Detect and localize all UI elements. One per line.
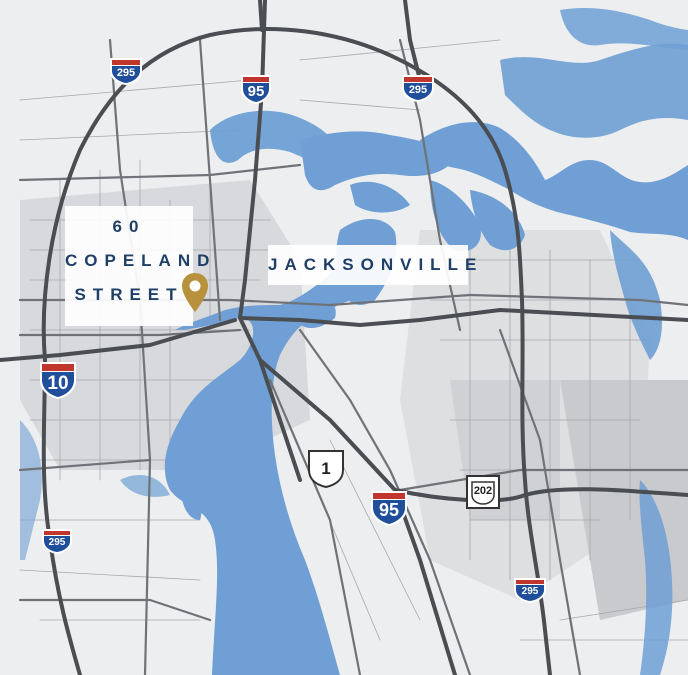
shield-number: 295 — [521, 586, 539, 597]
shield-number: 10 — [47, 373, 69, 394]
shield-number: 95 — [378, 500, 400, 520]
interstate-shield-icon: 295 — [401, 73, 435, 103]
map-edge — [0, 320, 14, 345]
property-label-line-2: COPELAND — [65, 251, 217, 270]
property-label-line-3: STREET — [74, 285, 184, 304]
interstate-shield-icon: 295 — [109, 56, 143, 86]
city-label: JACKSONVILLE — [268, 245, 484, 285]
interstate-shield-icon: 295 — [513, 576, 547, 604]
property-label-line-1: 60 — [112, 217, 146, 236]
state-route-shield-icon: 202 — [466, 475, 500, 509]
city-label-text: JACKSONVILLE — [268, 255, 484, 274]
water-bodies — [20, 8, 688, 675]
map-pin-icon[interactable] — [180, 272, 210, 314]
interstate-shield-icon: 95 — [370, 489, 408, 527]
shield-number: 1 — [321, 459, 331, 478]
us-route-shield-icon: 1 — [307, 448, 345, 488]
shield-number: 295 — [408, 84, 428, 96]
interstate-shield-icon: 295 — [41, 527, 73, 555]
interstate-shield-icon: 10 — [39, 360, 77, 400]
urban-area — [20, 180, 688, 620]
interstate-shield-icon: 95 — [240, 73, 272, 105]
property-label: 60 COPELAND STREET — [65, 206, 217, 326]
shield-number: 95 — [247, 83, 265, 100]
shield-number: 295 — [48, 537, 66, 548]
shield-number: 202 — [473, 485, 493, 497]
shield-number: 295 — [116, 67, 136, 79]
